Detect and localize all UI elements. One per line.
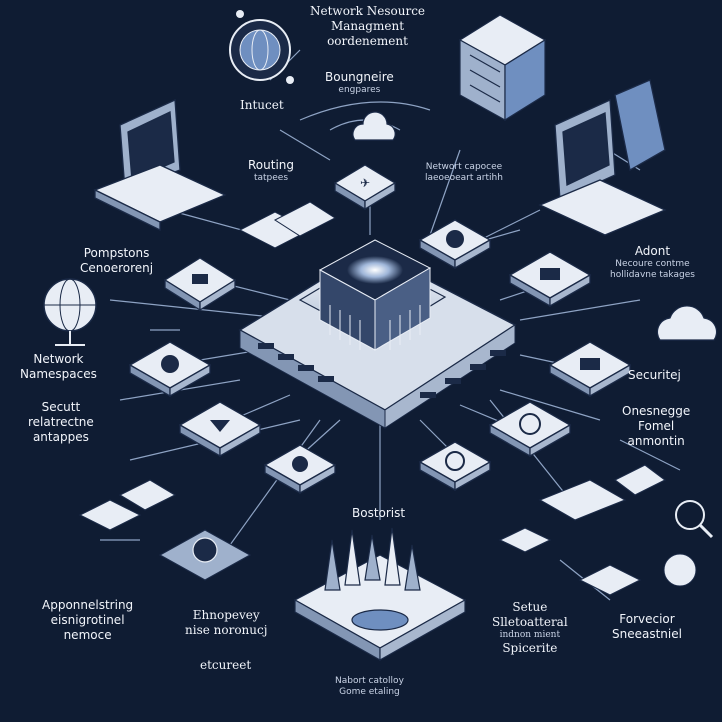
connector-line <box>279 129 331 161</box>
central-hub-device <box>238 239 517 429</box>
node-tile: ✈ <box>333 164 397 211</box>
documents-stack <box>238 201 337 249</box>
title-label: Network Nesource Managment oordenement <box>310 4 426 48</box>
network-capocee-label: Networt capocee laeoeoeart artihh <box>425 162 503 184</box>
server-rack <box>458 14 547 122</box>
node-tile <box>163 257 237 312</box>
security-camera-icon <box>663 500 714 587</box>
world-globe-icon <box>43 278 97 346</box>
connector-line <box>619 439 681 471</box>
connector-line <box>429 149 461 236</box>
engpares-label: Boungneire engpares <box>325 70 394 95</box>
storage-devices <box>78 464 667 596</box>
satellite-nodes: ✈ <box>128 164 632 495</box>
intucet-label: Intucet <box>240 98 284 112</box>
cloud-icon <box>352 111 718 341</box>
node-tile <box>418 219 492 270</box>
routing-label: Routing tatpees <box>248 158 295 183</box>
node-tile <box>178 401 262 458</box>
laptop-device <box>93 99 227 232</box>
network-namespaces-label: Network Namespaces <box>20 352 97 381</box>
chip-device <box>158 529 252 581</box>
node-tile <box>548 341 632 398</box>
ehnopevey-label: Ehnopevey nise noronucj <box>185 608 268 637</box>
city-cluster <box>293 527 467 662</box>
pompstons-label: Pompstons Cenoerorenj <box>80 246 154 275</box>
node-tile <box>128 341 212 398</box>
node-tile <box>263 444 337 495</box>
monitor-device <box>538 79 667 236</box>
connector-line <box>299 101 431 121</box>
setue-label: Setue Slletoatteral indnon mient Spiceri… <box>492 600 568 656</box>
node-tile <box>488 401 572 458</box>
forvecior-label: Forvecior Sneeastniel <box>612 612 682 641</box>
bottom-caption: Nabort catolloy Gome etaling <box>335 676 404 698</box>
bostorist-label: Bostorist <box>352 506 406 520</box>
connector-line <box>519 299 641 321</box>
svg-text:✈: ✈ <box>360 176 370 190</box>
apponnelstring-label: Apponnelstring eisnigrotinel nemoce <box>42 598 134 642</box>
securitej-label: Securitej <box>628 368 681 382</box>
etcureet-label: etcureet <box>200 658 252 672</box>
adont-label: Adont Necoure contme hollidavne takages <box>610 244 695 281</box>
hub-core-light <box>347 256 403 284</box>
globe-icon <box>229 10 294 84</box>
node-tile <box>418 441 492 492</box>
onesnegge-label: Onesnegge Fomel anmontin <box>622 404 691 448</box>
node-tile <box>508 251 592 308</box>
secutt-label: Secutt relatrectne antappes <box>28 400 94 444</box>
connector-line <box>229 419 321 546</box>
connector-line <box>499 389 601 421</box>
